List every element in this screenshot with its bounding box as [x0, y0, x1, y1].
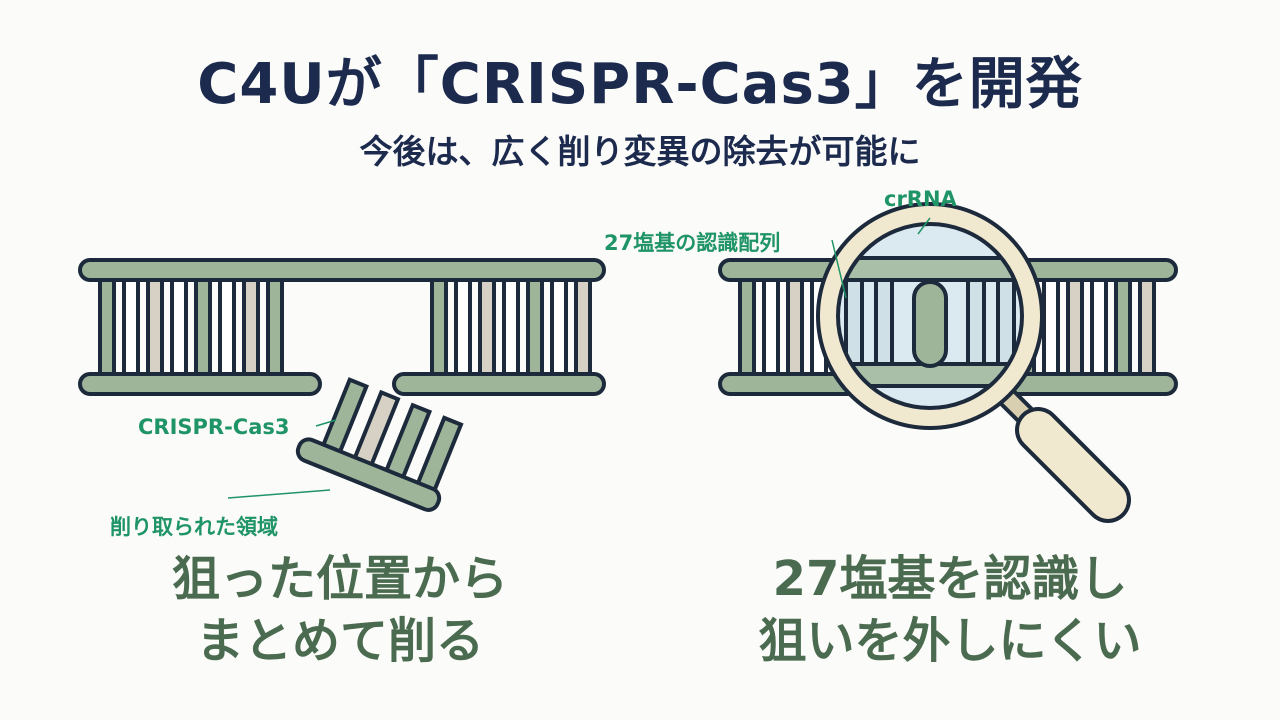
dna-rung — [218, 274, 236, 382]
lens-frame — [820, 206, 1040, 426]
magnified-top-rail — [836, 256, 1024, 282]
label-excised-region: 削り取られた領域 — [110, 515, 278, 539]
caption-right: 27塩基を認識し 狙いを外しにくい — [690, 548, 1210, 672]
dna-rung — [1066, 274, 1084, 382]
dna-bottom-rail-left — [78, 372, 322, 396]
leader-line-crrna — [917, 217, 931, 235]
leader-line-sequence — [831, 239, 847, 299]
dna-rung — [242, 274, 260, 382]
dna-rung — [1042, 274, 1060, 382]
fragment-rail — [295, 437, 442, 512]
label-crrna: crRNA — [884, 187, 957, 211]
magnified-rung — [874, 278, 894, 366]
dna-rung — [574, 274, 592, 382]
dna-top-rail — [78, 258, 606, 282]
dna-rung — [478, 274, 496, 382]
dna-rung — [146, 274, 164, 382]
caption-right-line1: 27塩基を認識し — [772, 551, 1128, 607]
crrna-target-capsule — [912, 280, 948, 368]
label-recognition-sequence: 27塩基の認識配列 — [604, 231, 781, 255]
dna-bottom-rail-right — [392, 372, 606, 396]
caption-left: 狙った位置から まとめて削る — [90, 548, 590, 672]
magnified-rung — [996, 278, 1016, 366]
dna-rung — [170, 274, 188, 382]
leader-line-region — [227, 489, 331, 499]
label-crispr-cas3: CRISPR-Cas3 — [138, 415, 290, 439]
dna-rung — [786, 274, 804, 382]
dna-rung — [526, 274, 544, 382]
dna-rung — [1090, 274, 1108, 382]
magnified-rung — [844, 278, 864, 366]
dna-rung — [122, 274, 140, 382]
dna-rung — [430, 274, 448, 382]
magnifier-lens — [816, 202, 1044, 430]
leader-line-enzyme — [315, 419, 337, 427]
dna-rung — [762, 274, 780, 382]
dna-rung — [550, 274, 568, 382]
dna-rung — [502, 274, 520, 382]
dna-rung — [194, 274, 212, 382]
dna-rung — [98, 274, 116, 382]
page-title: C4Uが「CRISPR-Cas3」を開発 — [197, 52, 1083, 117]
dna-rung — [454, 274, 472, 382]
dna-rung — [738, 274, 756, 382]
magnified-rung — [966, 278, 986, 366]
dna-rung — [1114, 274, 1132, 382]
caption-right-line2: 狙いを外しにくい — [758, 613, 1142, 669]
excised-fragment — [295, 377, 464, 512]
magnifier-handle — [994, 384, 1131, 523]
page-subtitle: 今後は、広く削り変異の除去が可能に — [359, 132, 921, 171]
caption-left-line1: 狙った位置から — [171, 551, 508, 607]
dna-rung — [1138, 274, 1156, 382]
dna-rung — [266, 274, 284, 382]
left-dna-ladder — [78, 258, 606, 396]
caption-left-line2: まとめて削る — [195, 613, 484, 669]
